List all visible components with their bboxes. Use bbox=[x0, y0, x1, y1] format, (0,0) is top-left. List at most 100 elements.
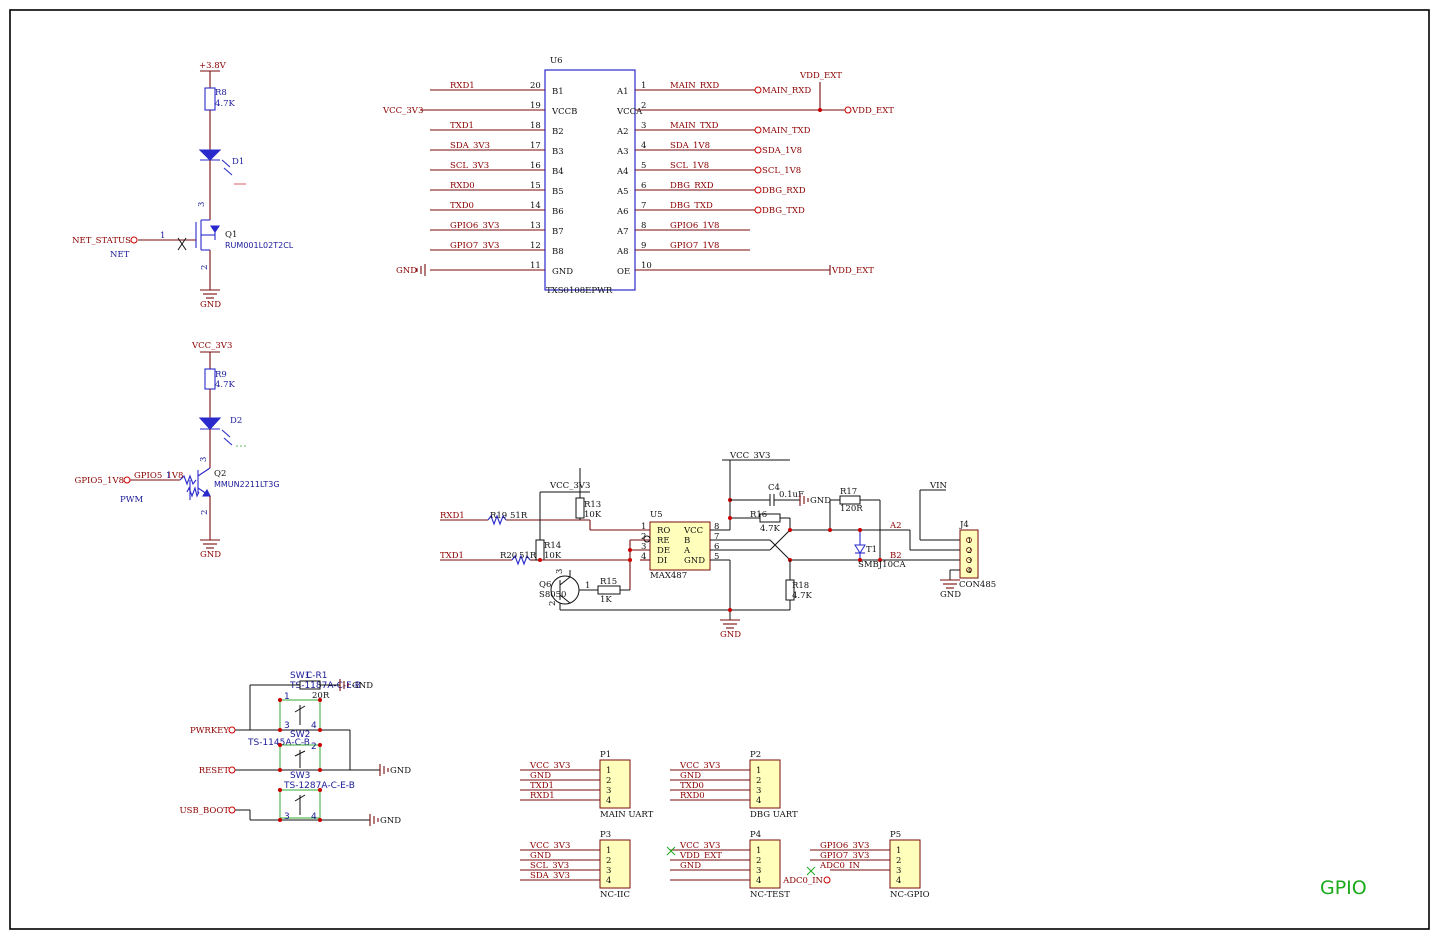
u6-left-net: RXD0 bbox=[450, 181, 475, 191]
c4-val: 0.1uF bbox=[779, 490, 804, 500]
u6-right-pin-num: 3 bbox=[641, 121, 646, 131]
u6-right-port: SDA_1V8 bbox=[762, 146, 802, 156]
u6-right-pin-name: A8 bbox=[616, 247, 629, 257]
u5-body bbox=[649, 521, 711, 571]
sw1-pin1: 1 bbox=[284, 692, 290, 702]
u6-right-net: MAIN_TXD bbox=[670, 121, 719, 131]
u6-right-pin-name: A1 bbox=[616, 87, 629, 97]
u5-right-pin-num: 8 bbox=[714, 522, 719, 532]
gpio5-net: GPIO5_1V8 bbox=[134, 471, 183, 481]
u5-right-pin-name: B bbox=[684, 536, 690, 546]
switch-circuit: SW1 C-R1 TS-1187A-C-E-B 20R GND 1 3 4 PW… bbox=[180, 671, 411, 826]
header-pin-net: GPIO7_3V3 bbox=[820, 851, 869, 861]
u6-left-pin-num: 16 bbox=[530, 161, 541, 171]
r14-resistor bbox=[535, 539, 545, 561]
r18-val: 4.7K bbox=[792, 591, 813, 601]
header-pin-num: 4 bbox=[606, 876, 611, 886]
u5-right-pin-num: 7 bbox=[714, 532, 719, 542]
vin-label: VIN bbox=[929, 481, 947, 491]
u6-left-pin-num: 13 bbox=[530, 221, 541, 231]
u6-right-pin-num: 10 bbox=[641, 261, 652, 271]
u6-left-pin-name: B3 bbox=[552, 147, 564, 157]
j4-pin-num: 3 bbox=[967, 556, 972, 565]
u6-right-pin-num: 8 bbox=[641, 221, 646, 231]
u6-left-net: TXD1 bbox=[450, 121, 474, 131]
r13-ref: R13 bbox=[584, 500, 601, 510]
j4-pin-num: 2 bbox=[967, 546, 972, 555]
sw1-pin4: 4 bbox=[311, 721, 317, 731]
r14-ref: R14 bbox=[544, 541, 561, 551]
header-name: NC-GPIO bbox=[890, 890, 930, 900]
u6-oe-port: VDD_EXT bbox=[831, 266, 874, 276]
header-pin-num: 4 bbox=[896, 876, 901, 886]
r17-resistor bbox=[839, 495, 861, 505]
sw3-body bbox=[279, 789, 321, 819]
header-pin-net: ADC0_IN bbox=[819, 861, 860, 871]
u5-left-pin-num: 4 bbox=[641, 552, 646, 562]
u6-right-net: SDA_1V8 bbox=[670, 141, 710, 151]
led2-gnd: GND bbox=[200, 550, 221, 560]
sw3-gnd: GND bbox=[380, 816, 401, 826]
net-label: NET bbox=[110, 250, 130, 260]
u5-right-pin-name: VCC bbox=[683, 526, 703, 536]
d2-led-icon bbox=[198, 417, 222, 430]
led2-supply: VCC_3V3 bbox=[191, 341, 232, 351]
rs485-vcc-b: VCC_3V3 bbox=[729, 451, 770, 461]
header-ref: P1 bbox=[600, 750, 611, 760]
j4-ref: J4 bbox=[959, 520, 969, 530]
u6-right-pin-num: 6 bbox=[641, 181, 646, 191]
header-body bbox=[889, 839, 921, 889]
q6-ref: Q6 bbox=[539, 580, 551, 590]
r20-ref: R20 bbox=[500, 551, 517, 561]
u6-left-pin-num: 18 bbox=[530, 121, 541, 131]
header-pin-num: 4 bbox=[756, 876, 761, 886]
u6-right-pin-name: A5 bbox=[616, 187, 629, 197]
u6-left-pin-num: 11 bbox=[530, 261, 541, 271]
r8-value: 4.7K bbox=[215, 99, 236, 109]
u6-left-pin-num: 14 bbox=[530, 201, 541, 211]
u5-ref: U5 bbox=[650, 510, 663, 520]
r20-val: 51R bbox=[519, 551, 537, 561]
q6-part: S8050 bbox=[539, 590, 566, 600]
r16-ref: R16 bbox=[750, 510, 767, 520]
u6-left-net: TXD0 bbox=[450, 201, 474, 211]
sw2-pin2: 2 bbox=[311, 742, 317, 752]
j4-pin-num: 4 bbox=[967, 566, 972, 575]
header-pin-num: 2 bbox=[756, 776, 761, 786]
net-status-led-circuit: +3.8V R8 4.7K D1 3 Q1 RUM001L02T2CL 1 NE… bbox=[72, 61, 294, 310]
header-body bbox=[599, 839, 631, 889]
header-ref: P3 bbox=[600, 830, 611, 840]
u5-right-pin-name: A bbox=[683, 546, 691, 556]
r15-ref: R15 bbox=[600, 577, 617, 587]
header-pin-num: 2 bbox=[896, 856, 901, 866]
u6-part: TXS0108EPWR bbox=[546, 286, 613, 296]
header-pin-num: 3 bbox=[896, 866, 901, 876]
header-pin-net: TXD0 bbox=[680, 781, 704, 791]
q1-part: RUM001L02T2CL bbox=[225, 241, 294, 250]
header-pin-num: 2 bbox=[606, 776, 611, 786]
u5-left-pin-name: RE bbox=[657, 536, 670, 546]
rs485-rxd: RXD1 bbox=[440, 511, 465, 521]
sw1-pin3: 3 bbox=[284, 721, 290, 731]
u5-left-pin-name: DI bbox=[657, 556, 667, 566]
header-pin-num: 3 bbox=[756, 866, 761, 876]
r13-val: 10K bbox=[584, 510, 602, 520]
header-name: MAIN UART bbox=[600, 810, 654, 820]
u6-ref: U6 bbox=[550, 56, 563, 66]
u6-left-pin-name: B8 bbox=[552, 247, 564, 257]
sw1-part: TS-1187A-C-E-B bbox=[289, 681, 361, 691]
q2-part: MMUN2211LT3G bbox=[214, 480, 280, 489]
r9-value: 4.7K bbox=[215, 380, 236, 390]
sheet-title: GPIO bbox=[1320, 877, 1367, 899]
rs485-gnd: GND bbox=[720, 630, 741, 640]
u5-left-pin-name: RO bbox=[657, 526, 670, 536]
u6-left-net: SCL_3V3 bbox=[450, 161, 489, 171]
u6-left-pin-num: 17 bbox=[530, 141, 541, 151]
header-ref: P2 bbox=[750, 750, 761, 760]
header-body bbox=[749, 839, 781, 889]
j4-gnd: GND bbox=[940, 590, 961, 600]
u6-level-shifter: U6 TXS0108EPWR 20B1RXD119VCCBVCC_3V318B2… bbox=[382, 56, 894, 296]
